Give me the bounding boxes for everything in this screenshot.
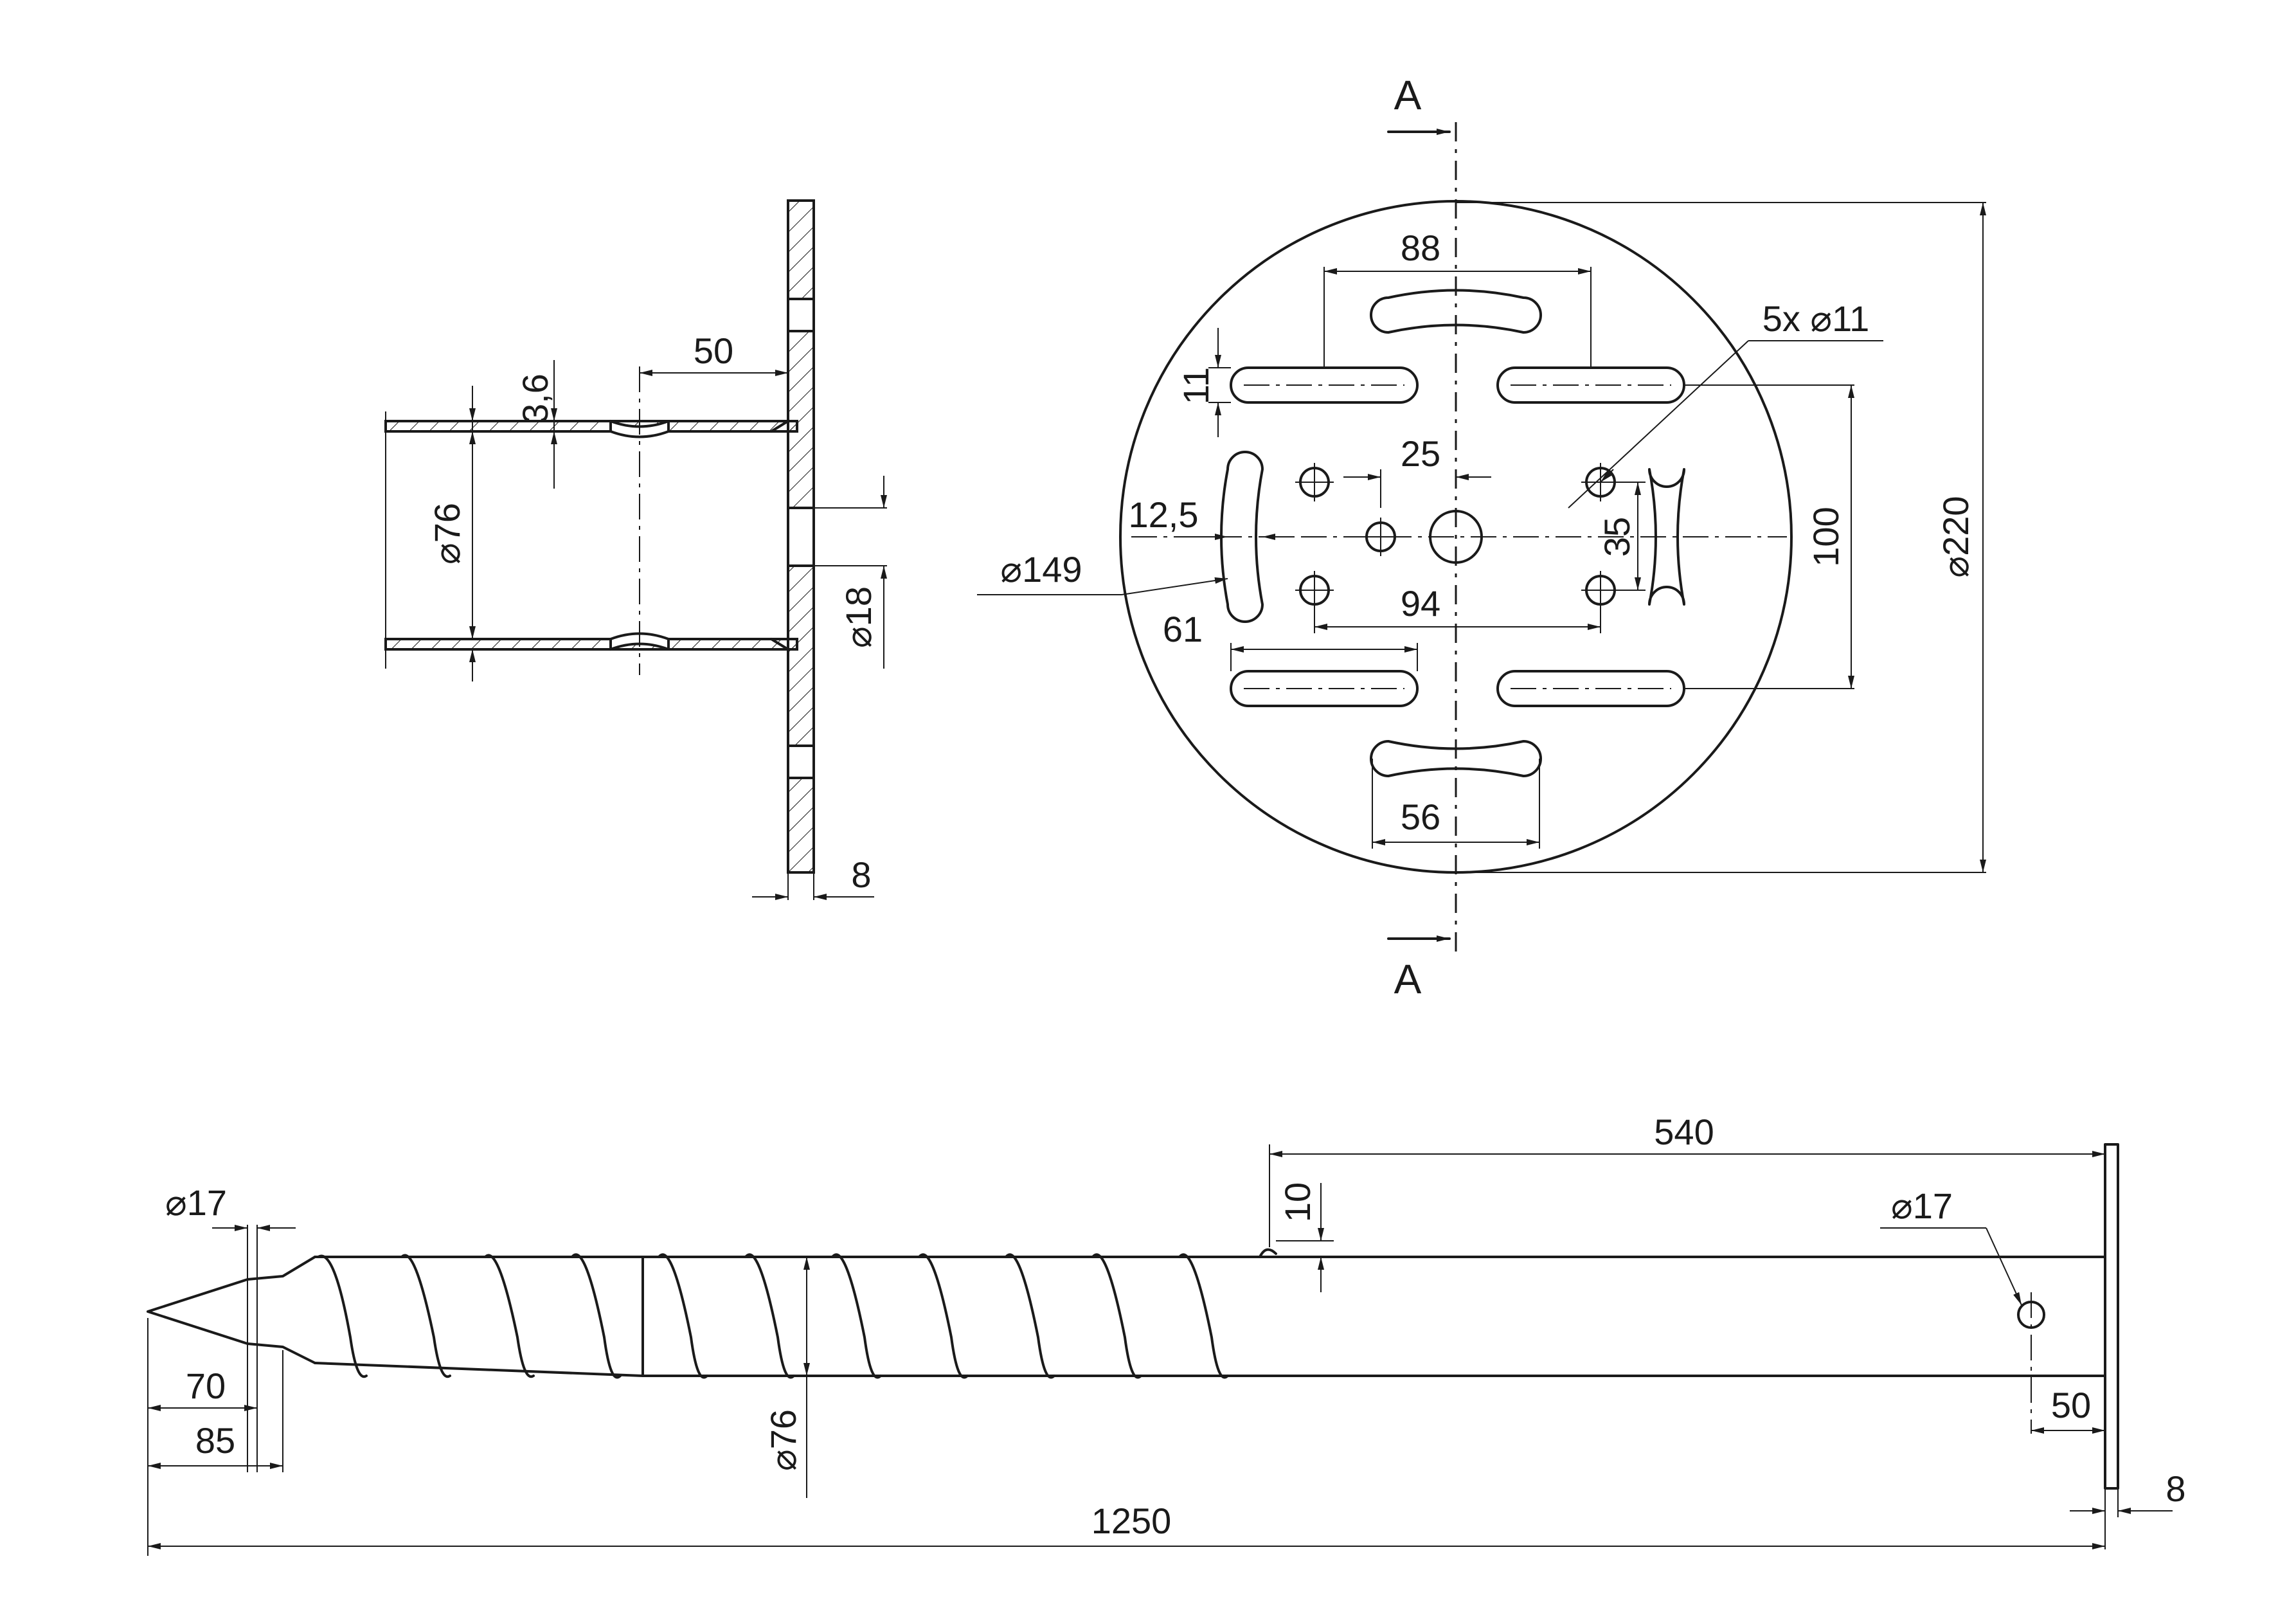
arc-slot-top xyxy=(1370,289,1542,334)
hole-callout-label: 5x ⌀11 xyxy=(1762,298,1870,339)
wall-thickness-label: 3,6 xyxy=(515,374,555,424)
hole-offset-label: 25 xyxy=(1401,433,1440,474)
thread-free-length-label: 540 xyxy=(1654,1112,1714,1152)
thread-height-label: 10 xyxy=(1277,1182,1318,1222)
cross-hole-diameter-label: ⌀17 xyxy=(1891,1186,1953,1226)
overall-length-label: 1250 xyxy=(1091,1501,1172,1541)
tip-cone-length-label: 70 xyxy=(186,1366,226,1406)
plate-thickness-label: 8 xyxy=(851,854,871,895)
section-mark-top: A xyxy=(1394,72,1422,118)
shaft-diameter-label: ⌀76 xyxy=(763,1409,803,1471)
screw-tip xyxy=(147,1256,316,1364)
outer-diameter-label: ⌀220 xyxy=(1935,496,1976,577)
tube-diameter-label: ⌀76 xyxy=(427,503,467,564)
section-mark-bottom: A xyxy=(1394,956,1422,1002)
slot-spacing-right-label: 100 xyxy=(1806,507,1846,566)
tip-length-label: 85 xyxy=(195,1420,235,1461)
arc-slot-chord-label: 56 xyxy=(1401,797,1440,837)
slot-radius-width-label: 12,5 xyxy=(1129,494,1199,535)
slot-bottom-left xyxy=(1230,670,1419,707)
hole-pitch-vertical-label: 35 xyxy=(1597,517,1637,557)
screw-flange xyxy=(2104,1143,2119,1490)
arc-slot-left xyxy=(1220,451,1264,623)
slot-spacing-top-label: 88 xyxy=(1401,228,1440,268)
hole-pitch-horizontal-label: 94 xyxy=(1401,583,1440,624)
plate-view: A A ⌀220 88 xyxy=(977,72,1986,1002)
center-hole xyxy=(1429,510,1483,564)
center-hole-diameter-label: ⌀18 xyxy=(838,586,879,648)
screw-view: ⌀17 70 85 ⌀76 10 540 ⌀17 50 8 1250 xyxy=(147,1112,2186,1556)
screw-shaft xyxy=(641,1256,2106,1377)
pipe-wall-top xyxy=(384,420,798,433)
mounting-holes xyxy=(1295,463,1620,609)
slot-offset-label: 50 xyxy=(694,330,733,371)
section-view: 3,6 50 ⌀76 ⌀18 8 xyxy=(384,199,887,900)
screw-taper xyxy=(314,1256,644,1377)
pipe-wall-bottom xyxy=(384,638,798,651)
flange-thickness-label: 8 xyxy=(2166,1468,2185,1509)
cross-hole-offset-label: 50 xyxy=(2051,1385,2091,1425)
bolt-circle-label: ⌀149 xyxy=(1000,549,1082,590)
arc-slot-right xyxy=(1648,468,1685,606)
thread-flights xyxy=(317,1248,1277,1379)
slot-width-label: 11 xyxy=(1176,367,1216,404)
tip-diameter-label: ⌀17 xyxy=(165,1182,227,1223)
slot-length-label: 61 xyxy=(1163,609,1203,649)
